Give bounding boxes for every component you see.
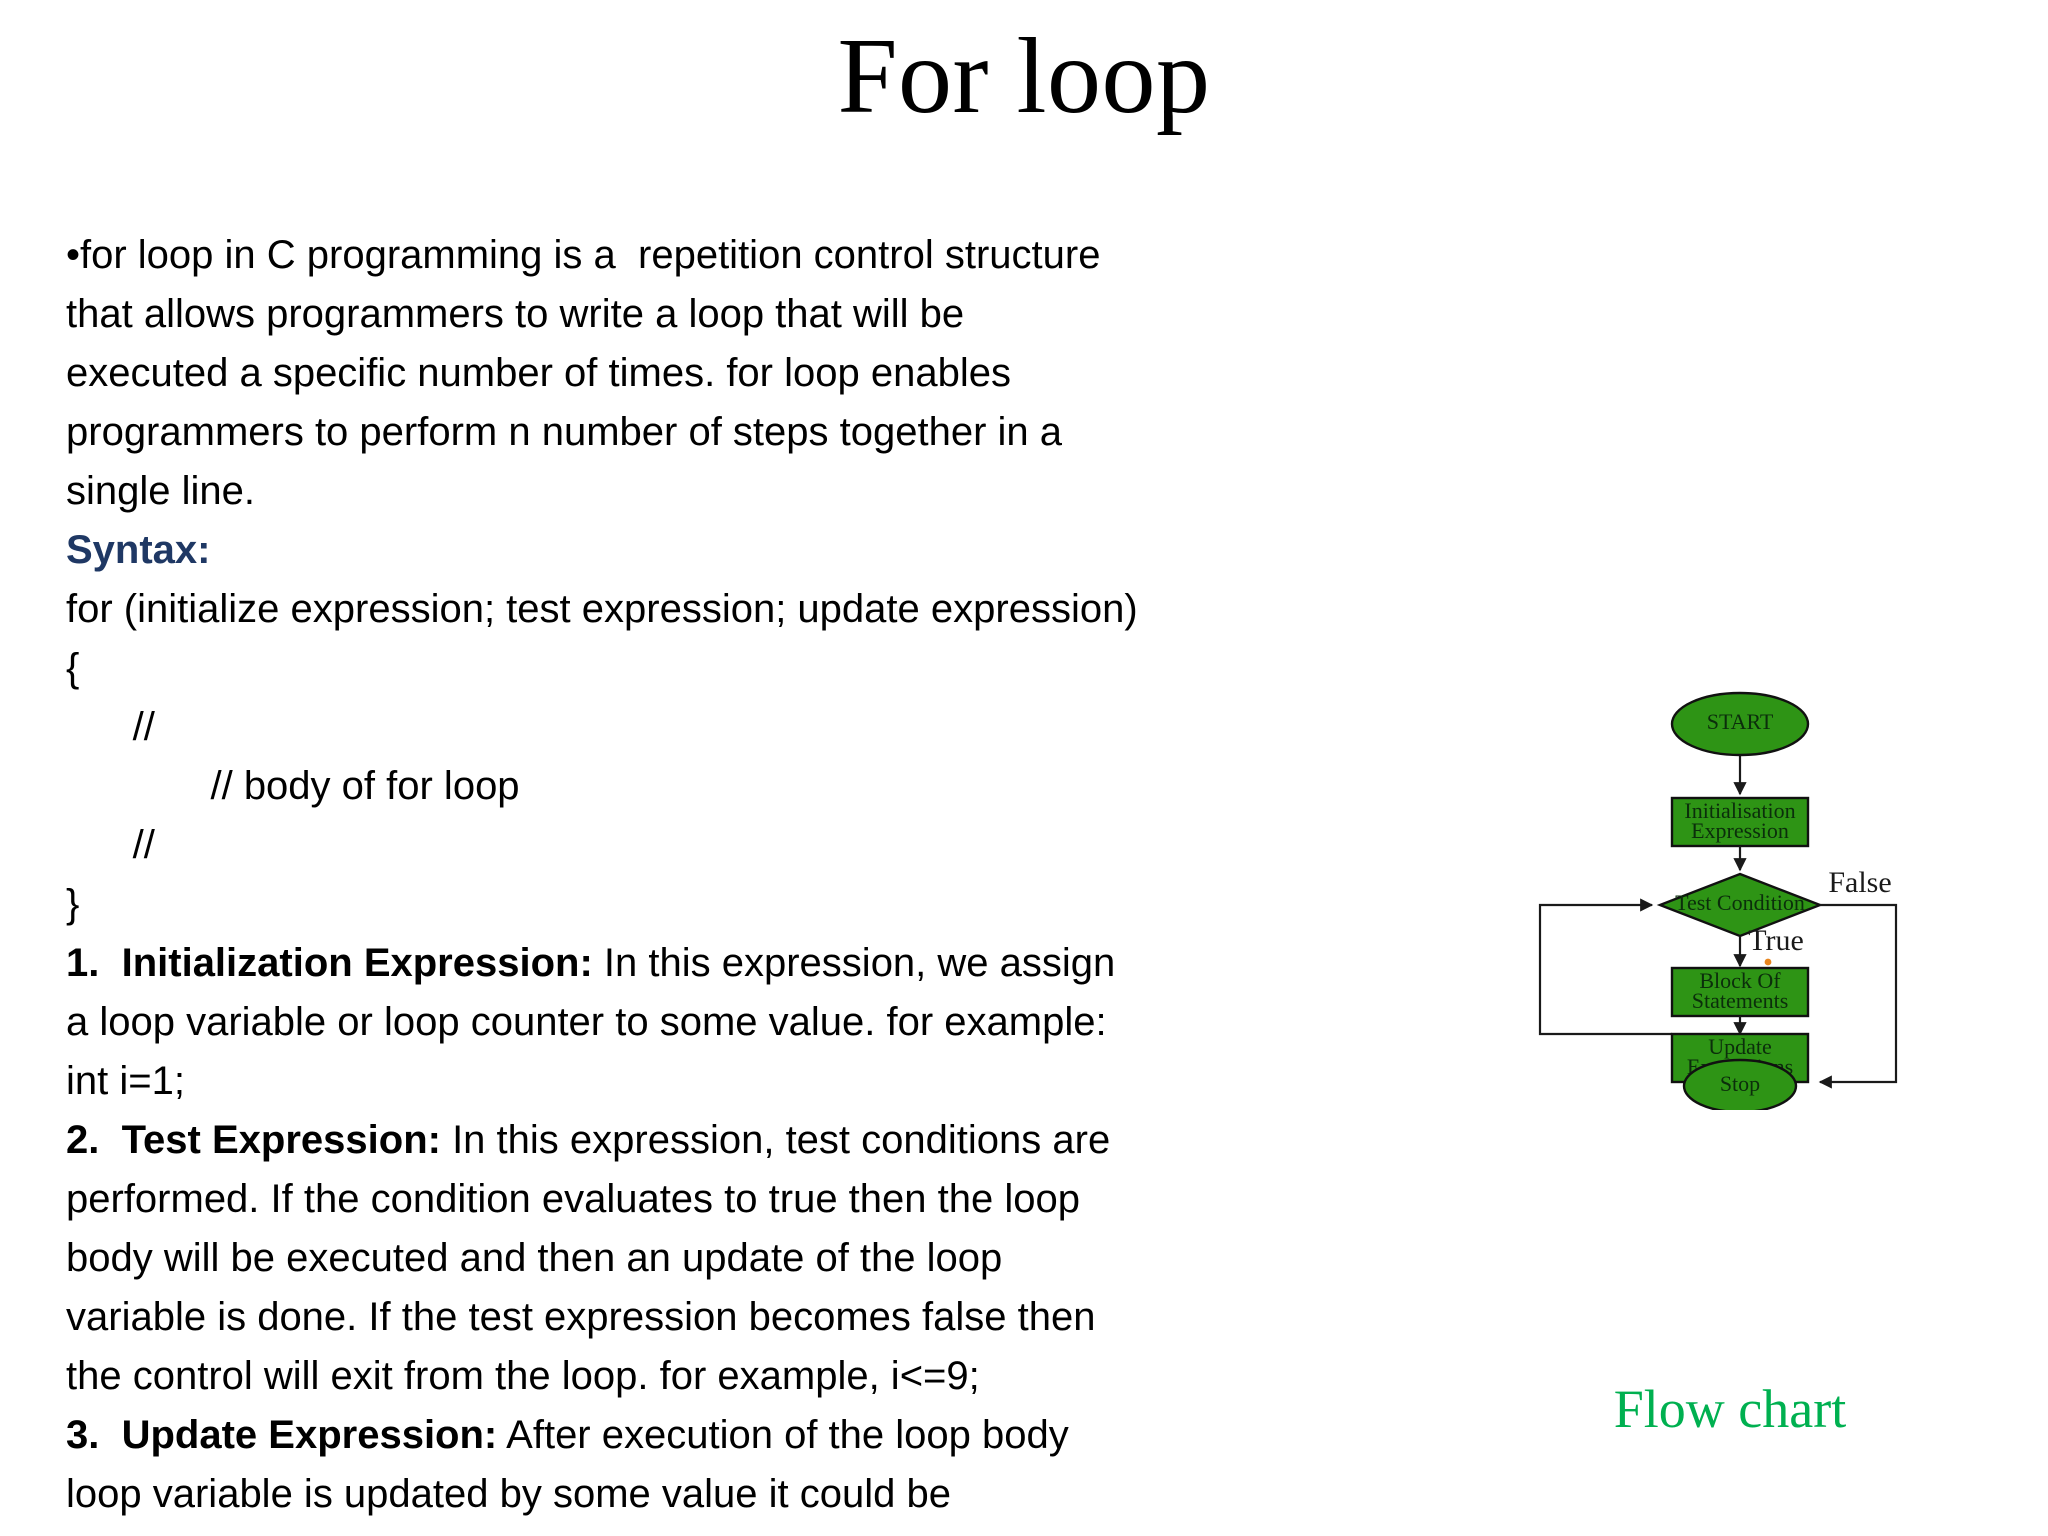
- list-item-number: 2.: [66, 1118, 100, 1162]
- flowchart-marker-dot: [1764, 958, 1772, 966]
- flowchart-node-start-label: START: [1707, 709, 1774, 734]
- flowchart-node-stop-label: Stop: [1720, 1071, 1760, 1096]
- flowchart-node-test-label: Test Condition: [1675, 890, 1805, 915]
- code-line-2: {: [66, 646, 80, 690]
- flowchart-edge-label-false: False: [1828, 866, 1891, 899]
- list-item-description: In this expression, we assign a loop var…: [66, 941, 1116, 1103]
- syntax-heading: Syntax:: [66, 528, 211, 572]
- flowchart-caption: Flow chart: [1613, 1379, 1847, 1439]
- code-line-3: //: [66, 705, 155, 749]
- flowchart-node-stop: Stop: [1682, 1058, 1798, 1110]
- code-line-6: }: [66, 882, 80, 926]
- flowchart-edge-update-loopback: [1538, 898, 1672, 1036]
- intro-bullet-paragraph: •for loop in C programming is a repetiti…: [66, 233, 1112, 513]
- list-item-description: In this expression, test conditions are …: [66, 1118, 1111, 1398]
- list-item: 3. Update Expression: After execution of…: [66, 1406, 1126, 1536]
- flowchart-node-init-label-line2: Expression: [1691, 818, 1789, 843]
- flowchart-node-block: Block Of Statements: [1670, 966, 1810, 1018]
- list-item-term: Initialization Expression:: [121, 941, 593, 985]
- flowchart-node-init: Initialisation Expression: [1670, 796, 1810, 848]
- code-line-5: //: [66, 823, 155, 867]
- page-title: For loop: [837, 17, 1211, 136]
- body-text-column: •for loop in C programming is a repetiti…: [66, 226, 1138, 1536]
- list-item-description: After execution of the loop body loop va…: [66, 1413, 1069, 1536]
- flowchart-edge-label-true: True: [1748, 924, 1804, 957]
- flowchart-node-block-label-line2: Statements: [1692, 988, 1789, 1013]
- flowchart-node-block-label-line1: Block Of: [1699, 968, 1781, 993]
- flowchart-edge-test-false: [1818, 903, 1898, 1089]
- list-item-number: 3.: [66, 1413, 100, 1457]
- list-item-term: Update Expression:: [121, 1413, 498, 1457]
- list-item-number: 1.: [66, 941, 100, 985]
- code-line-1: for (initialize expression; test express…: [66, 587, 1138, 631]
- flowchart-node-start: START: [1670, 691, 1810, 757]
- flowchart-image: START Initialisation Expression Test Con…: [1520, 690, 2040, 1110]
- list-item: 1. Initialization Expression: In this ex…: [66, 934, 1126, 1111]
- list-item-term: Test Expression:: [121, 1118, 441, 1162]
- flowchart-node-update-label-line1: Update: [1708, 1034, 1772, 1059]
- list-item: 2. Test Expression: In this expression, …: [66, 1111, 1126, 1406]
- flowchart-node-init-label-line1: Initialisation: [1684, 798, 1795, 823]
- code-line-4: // body of for loop: [66, 764, 520, 808]
